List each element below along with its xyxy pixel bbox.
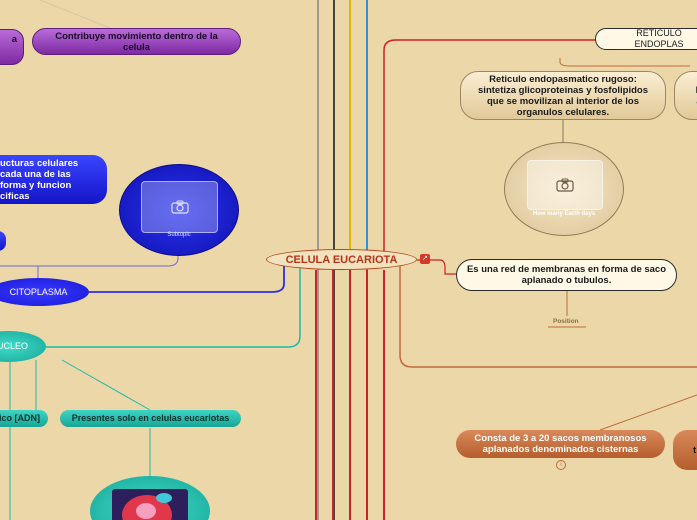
cell-illustration [112,489,188,520]
central-topic[interactable]: CELULA EUCARIOTA [266,249,417,270]
central-topic-label: CELULA EUCARIOTA [285,253,398,266]
right-cut-top-node[interactable]: R a [674,71,697,120]
reticulo-node[interactable]: RETICULO ENDOPLAS [595,28,697,50]
link-badge-icon[interactable]: ↗ [420,254,430,264]
adn-node[interactable]: ico [ADN] [0,410,48,427]
eucariotas-label: Presentes solo en celulas eucariotas [71,413,230,423]
right-cut-bottom-node[interactable]: t [673,430,697,470]
subtopic-image-placeholder [141,181,218,233]
cisternas-label: Consta de 3 a 20 sacos membranosos aplan… [474,433,647,455]
membranas-label: Es una red de membranas en forma de saco… [466,264,667,286]
info-icon[interactable]: i [556,460,566,470]
nucleo-label: UCLEO [0,341,28,351]
blue-node-estructuras-label: ucturas celulares cada una de las forma … [0,157,79,202]
photo-image-placeholder [527,160,603,210]
blue-node-small[interactable] [0,231,6,251]
reticulo-label: RETICULO ENDOPLAS [634,28,684,49]
right-cut-top-label: R a [693,85,697,107]
right-cut-bottom-label: t [693,444,697,456]
blue-node-estructuras[interactable]: ucturas celulares cada una de las forma … [0,155,107,204]
purple-node-cut[interactable]: a [0,29,24,65]
camera-icon [170,200,189,214]
subtopic-label: Subtopic [167,232,191,238]
photo-caption: How many Earth days [532,211,596,217]
purple-node-movimiento[interactable]: Contribuye movimiento dentro de la celul… [32,28,241,55]
purple-node-movimiento-label: Contribuye movimiento dentro de la celul… [55,30,218,53]
subtopic-bubble[interactable]: Subtopic [119,164,239,256]
citoplasma-label: CITOPLASMA [9,286,68,297]
adn-label: ico [ADN] [0,413,40,423]
citoplasma-node[interactable]: CITOPLASMA [0,278,89,306]
camera-icon [556,178,574,192]
position-label: Position [553,318,579,325]
rugoso-label: Reticulo endopasmatico rugoso: sintetiza… [478,73,648,118]
photo-bubble[interactable]: How many Earth days [504,142,624,236]
cisternas-node[interactable]: Consta de 3 a 20 sacos membranosos aplan… [456,430,665,458]
purple-node-cut-label: a [11,34,17,45]
membranas-node[interactable]: Es una red de membranas en forma de saco… [456,259,677,291]
rugoso-node[interactable]: Reticulo endopasmatico rugoso: sintetiza… [460,71,666,120]
eucariotas-node[interactable]: Presentes solo en celulas eucariotas [60,410,241,427]
